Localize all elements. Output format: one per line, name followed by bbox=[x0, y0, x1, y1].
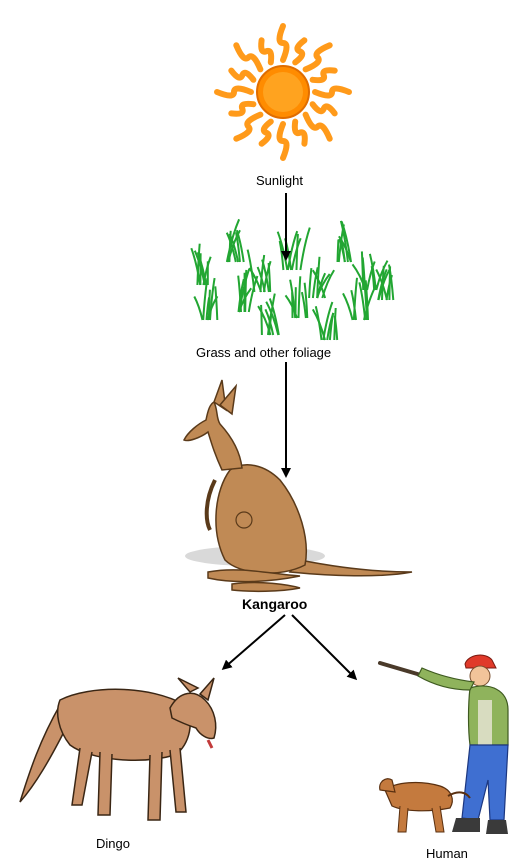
label-human: Human bbox=[426, 846, 468, 861]
label-dingo: Dingo bbox=[96, 836, 130, 851]
sun-ray bbox=[280, 124, 287, 158]
sun-ray bbox=[261, 40, 271, 62]
grass-blade bbox=[215, 286, 217, 320]
sun-ray bbox=[295, 40, 304, 62]
sun-ray bbox=[280, 26, 287, 60]
sun-ray bbox=[231, 71, 253, 80]
grass-blade bbox=[210, 278, 215, 320]
label-kangaroo: Kangaroo bbox=[242, 596, 307, 612]
sun-ray bbox=[236, 45, 260, 69]
sun-ray bbox=[313, 104, 335, 113]
sun-ray bbox=[315, 89, 349, 96]
kangaroo-icon bbox=[184, 380, 412, 591]
sun-ray bbox=[262, 122, 271, 144]
grass-icon bbox=[191, 219, 393, 340]
sun-icon bbox=[217, 26, 349, 158]
grass-blade bbox=[309, 268, 311, 298]
grass-blade bbox=[300, 228, 309, 270]
grass-blade bbox=[343, 293, 353, 320]
grass-blade bbox=[330, 313, 333, 340]
sun-ray bbox=[231, 104, 253, 114]
grass-blade bbox=[362, 251, 363, 290]
arrow-kangaroo-to-dingo bbox=[224, 615, 285, 668]
hunter-icon bbox=[380, 655, 508, 834]
arrow-kangaroo-to-human bbox=[292, 615, 355, 678]
sun-ray bbox=[306, 45, 330, 69]
grass-blade bbox=[316, 306, 322, 340]
grass-blade bbox=[194, 297, 202, 321]
sun-ray bbox=[306, 115, 330, 139]
sun-ray bbox=[295, 122, 305, 144]
sun-ray bbox=[236, 115, 260, 139]
label-sunlight: Sunlight bbox=[256, 173, 303, 188]
grass-blade bbox=[338, 240, 339, 263]
grass-blade bbox=[299, 276, 301, 318]
grass-blade bbox=[297, 234, 298, 270]
label-grass: Grass and other foliage bbox=[196, 345, 331, 360]
sun-ray bbox=[313, 70, 335, 80]
sun-ray bbox=[217, 89, 251, 96]
dingo-icon bbox=[20, 678, 216, 820]
